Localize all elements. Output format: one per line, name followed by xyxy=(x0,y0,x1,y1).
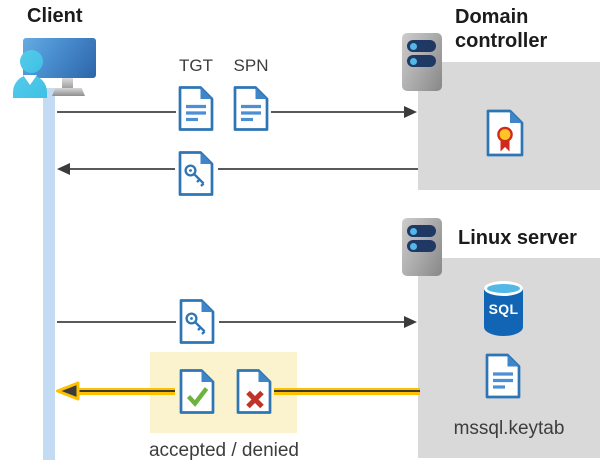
linux-server-icon xyxy=(402,218,442,276)
arrowhead-right-icon xyxy=(404,105,417,118)
server-led-pill xyxy=(406,225,436,237)
client-user-computer-icon xyxy=(13,36,103,98)
arrow-client-to-linux-segment xyxy=(219,321,404,323)
client-title: Client xyxy=(27,5,83,27)
arrow-client-to-linux-segment xyxy=(57,321,176,323)
certificate-document-icon xyxy=(486,109,524,157)
keytab-document-icon xyxy=(485,353,521,399)
domain-controller-server-icon xyxy=(402,33,442,91)
person-collar xyxy=(23,75,37,85)
arrow-dc-to-client-segment xyxy=(70,168,175,170)
sql-cylinder-top xyxy=(484,281,523,296)
accepted-document-icon xyxy=(179,369,215,414)
arrow-dc-to-client-segment xyxy=(218,168,418,170)
yellow-arrow-segment xyxy=(274,387,420,395)
sql-database-icon: SQL xyxy=(484,281,523,336)
monitor-base xyxy=(52,88,85,96)
key-document-icon xyxy=(178,151,214,196)
person-body-icon xyxy=(13,75,47,98)
arrowhead-left-icon xyxy=(57,162,70,175)
denied-document-icon xyxy=(236,369,272,414)
sql-label: SQL xyxy=(488,301,519,317)
server-led-pill xyxy=(406,55,436,67)
client-timeline-bar xyxy=(43,88,55,460)
yellow-arrow-segment xyxy=(75,387,175,395)
linux-server-title: Linux server xyxy=(458,227,577,249)
arrowhead-right-icon xyxy=(404,315,417,328)
server-led-pill xyxy=(406,40,436,52)
tgt-label: TGT xyxy=(179,56,213,75)
server-led-dot xyxy=(409,42,417,50)
server-led-dot xyxy=(409,227,417,235)
keytab-label: mssql.keytab xyxy=(453,418,565,439)
sql-cylinder-body xyxy=(484,288,523,336)
person-head-icon xyxy=(20,50,43,73)
tgt-document-icon xyxy=(178,86,214,131)
server-led-dot xyxy=(409,57,417,65)
yellow-arrowhead-left-icon xyxy=(56,381,80,401)
monitor-stand xyxy=(62,78,73,89)
result-label: accepted / denied xyxy=(148,440,299,461)
server-led-dot xyxy=(409,242,417,250)
key-document-icon xyxy=(179,299,215,344)
domain-controller-title: Domain controller xyxy=(455,6,548,52)
arrow-client-to-dc-segment xyxy=(57,111,176,113)
spn-document-icon xyxy=(233,86,269,131)
spn-label: SPN xyxy=(233,56,269,75)
server-led-pill xyxy=(406,240,436,252)
arrow-client-to-dc-segment xyxy=(271,111,404,113)
